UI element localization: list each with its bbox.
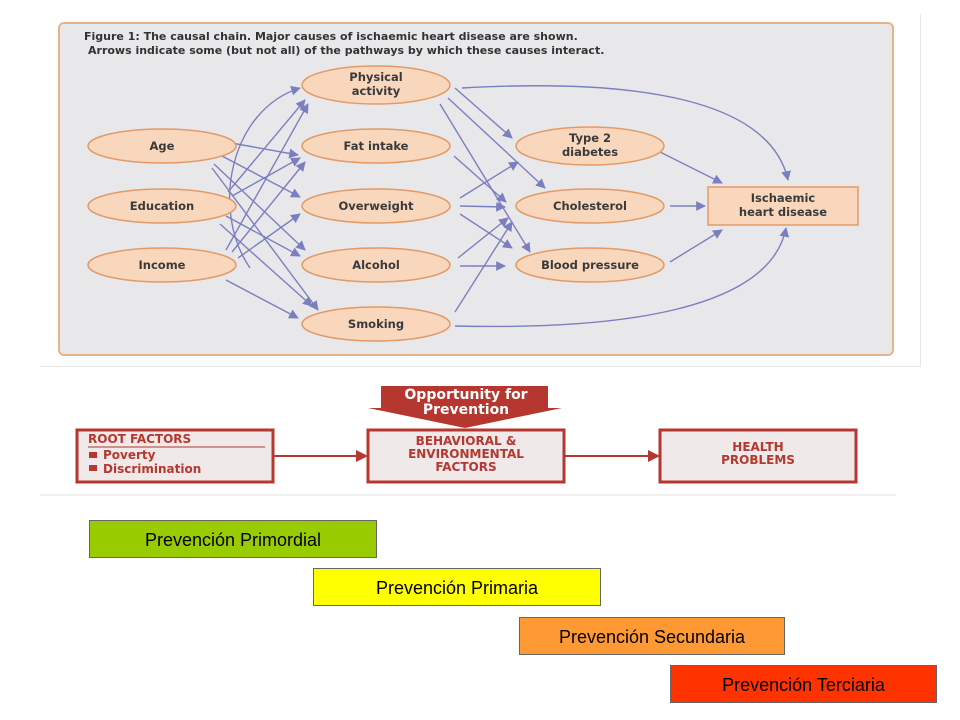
node-overweight: Overweight [301, 188, 451, 224]
arrow-smoking-cholesterol [454, 221, 513, 313]
causal-arrows [211, 85, 791, 328]
node-age: Age [87, 128, 237, 164]
arrow-overweight-bp [459, 213, 513, 249]
health-label-1: HEALTH [732, 440, 783, 454]
opportunity-arrow: Opportunity for Prevention [368, 386, 562, 428]
arrow-physical-diabetes [454, 87, 513, 139]
arrow-edu-fat [231, 157, 301, 197]
node-alcohol-label: Alcohol [352, 258, 400, 272]
arrow-overweight-diabetes [459, 161, 519, 199]
node-age-label: Age [150, 139, 175, 153]
node-physical-label-1: Physical [349, 70, 402, 84]
node-bp-label: Blood pressure [541, 258, 639, 272]
node-smoking: Smoking [301, 306, 451, 342]
node-physical-activity: Physical activity [301, 65, 451, 105]
root-item-discrimination: Discrimination [103, 462, 201, 476]
arrow-physical-bp [439, 103, 531, 253]
figure-caption-line1: Figure 1: The causal chain. Major causes… [84, 30, 578, 43]
behavioral-label-2: ENVIRONMENTAL [408, 447, 524, 461]
opportunity-label-1: Opportunity for [404, 387, 527, 403]
arrow-edu-physical [227, 99, 306, 193]
arrow-income-fat [231, 161, 306, 253]
prevention-primaria-box: Prevención Primaria [313, 568, 601, 606]
node-fat-label: Fat intake [344, 139, 409, 153]
node-income-label: Income [139, 258, 186, 272]
arrow-income-physical [225, 103, 309, 251]
arrow-alcohol-cholesterol [457, 217, 509, 259]
node-fat-intake: Fat intake [301, 128, 451, 164]
health-label-2: PROBLEMS [721, 453, 795, 467]
arrow-income-smoking [225, 279, 299, 319]
arrow-edu-alcohol [225, 215, 301, 257]
arrow-bp-ihd [669, 229, 723, 263]
arrow-age-overweight [221, 155, 301, 198]
arrow-physical-cholesterol [447, 97, 546, 189]
opportunity-label-2: Prevention [423, 402, 509, 418]
node-physical-label-2: activity [352, 84, 401, 98]
arrow-age-alcohol [213, 163, 306, 251]
arrow-smoking-ihd-curve [454, 227, 790, 328]
behavioral-label-1: BEHAVIORAL & [416, 434, 517, 448]
prevention-terciaria-box: Prevención Terciaria [670, 665, 937, 703]
node-type2-diabetes: Type 2 diabetes [515, 126, 665, 166]
arrow-diabetes-ihd [659, 151, 723, 184]
prevention-primordial-box: Prevención Primordial [89, 520, 377, 558]
arrow-income-overweight [237, 213, 301, 259]
prevention-secundaria-box: Prevención Secundaria [519, 617, 785, 655]
arrow-fat-cholesterol [453, 155, 507, 203]
node-blood-pressure: Blood pressure [515, 247, 665, 283]
banner-arrows [273, 450, 660, 462]
root-factors-box: ROOT FACTORS Poverty Discrimination [75, 428, 275, 484]
figure-caption-line2: Arrows indicate some (but not all) of th… [88, 44, 605, 57]
node-diabetes-label-2: diabetes [562, 145, 618, 159]
node-diabetes-label-1: Type 2 [569, 131, 611, 145]
node-smoking-label: Smoking [348, 317, 404, 331]
node-cholesterol: Cholesterol [515, 188, 665, 224]
arrow-overweight-cholesterol [459, 201, 506, 212]
figure-caption: Figure 1: The causal chain. Major causes… [84, 30, 864, 58]
behavioral-factors-box: BEHAVIORAL & ENVIRONMENTAL FACTORS [366, 428, 566, 484]
node-alcohol: Alcohol [301, 247, 451, 283]
arrow-income-physical-curve [229, 85, 301, 269]
node-cholesterol-label: Cholesterol [553, 199, 627, 213]
arrow-physical-ihd-curve [461, 85, 791, 181]
causal-chain-diagram: Age Education Income Physical activity F… [87, 65, 859, 342]
health-problems-box: HEALTH PROBLEMS [658, 428, 858, 484]
behavioral-label-3: FACTORS [435, 460, 496, 474]
prevention-opportunity-diagram: Opportunity for Prevention ROOT FACTORS … [40, 386, 896, 496]
node-ihd-label-2: heart disease [739, 205, 827, 219]
arrow-age-fat [225, 141, 299, 159]
node-education-label: Education [130, 199, 194, 213]
root-item-poverty: Poverty [103, 448, 156, 462]
root-factors-title: ROOT FACTORS [88, 432, 191, 446]
node-income: Income [87, 247, 237, 283]
node-education: Education [87, 188, 237, 224]
node-overweight-label: Overweight [338, 199, 414, 213]
node-ischaemic-heart-disease: Ischaemic heart disease [707, 186, 859, 226]
node-ihd-label-1: Ischaemic [751, 191, 816, 205]
